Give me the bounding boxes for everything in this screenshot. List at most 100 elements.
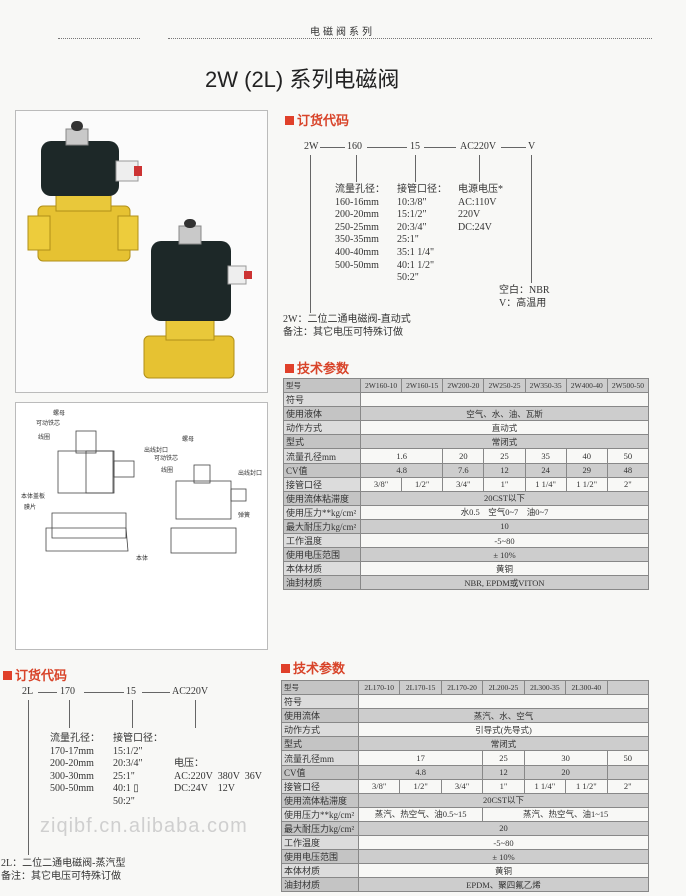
table-cell: 1 1/2" (565, 778, 608, 794)
table-cell: 2L200-25 (482, 679, 525, 696)
table-cell: 2" (606, 778, 650, 794)
valve-large (27, 121, 142, 262)
row-label: 型号 (283, 377, 361, 394)
product-photo (15, 110, 268, 393)
table-cell (606, 764, 650, 780)
code-2l-voltage: AC220V (172, 686, 209, 697)
table-cell: 1" (483, 476, 526, 492)
code-2w-port: 15 (410, 141, 420, 152)
table-cell: 12 (483, 462, 526, 478)
table-cell: 常闭式 (360, 434, 649, 450)
table-cell: 12 (482, 764, 525, 780)
table-cell: 1.6 (359, 448, 444, 464)
row-label: 使用流体 (281, 708, 359, 724)
row-label: 使用电压范围 (281, 849, 359, 865)
table-row: 使用流体蒸汽、水、空气 (281, 708, 649, 724)
table-cell: 2L300-40 (565, 679, 608, 696)
label-spring: 弹簧 (238, 511, 250, 519)
table-cell: 2L170-10 (357, 679, 401, 696)
table-cell: 2L170-20 (440, 679, 484, 696)
label-outlet: 出线封口 (144, 446, 168, 454)
row-label: 油封材质 (283, 575, 361, 591)
red-square-icon (281, 664, 290, 673)
code-2l-type: 2L (22, 686, 34, 697)
table-cell: 常闭式 (358, 736, 649, 752)
row-label: 接管口径 (281, 778, 359, 794)
row-label: 流量孔径mm (283, 448, 361, 464)
table-cell (606, 679, 650, 696)
table-cell: 20CST以下 (358, 792, 649, 808)
table-row: 工作温度-5~80 (281, 835, 649, 851)
table-row: 使用电压范围± 10% (283, 547, 649, 563)
table-cell: 3/8" (359, 476, 403, 492)
table-cell: 7.6 (442, 462, 485, 478)
heading-text: 订货代码 (15, 668, 68, 683)
table-cell: 50 (606, 448, 650, 464)
red-square-icon (285, 364, 294, 373)
table-row: 使用电压范围± 10% (281, 849, 649, 865)
table-cell: 10 (360, 518, 649, 535)
row-label: 本体材质 (283, 561, 361, 577)
table-cell: 29 (565, 462, 608, 478)
label-body: 本体 (136, 554, 148, 562)
row-label: 工作温度 (283, 533, 361, 549)
table-cell: 1/2" (401, 476, 444, 492)
table-cell: 35 (524, 448, 567, 464)
dotted-divider (168, 38, 652, 39)
table-cell: 3/8" (357, 778, 401, 794)
row-label: 型式 (283, 434, 361, 450)
row-label: 最大耐压力kg/cm² (283, 518, 361, 535)
port-options-2l: 接管口径：15:1/2"20:3/4"25:1"40:1 ▯50:2" (113, 733, 163, 807)
table-cell (360, 392, 649, 408)
label-outlet-2: 出线封口 (238, 469, 262, 477)
table-row: 本体材质黄铜 (283, 561, 649, 577)
label-nut: 螺母 (53, 409, 65, 417)
table-cell: 1 1/2" (565, 476, 608, 492)
code-2w-voltage: AC220V (460, 141, 497, 152)
cross-section-diagram: 螺母 可动铁芯 线圈 出线封口 本体盖板 膜片 本体 螺母 可动铁芯 线圈 出线… (15, 402, 268, 650)
table-cell: 2W400-40 (565, 377, 608, 394)
table-row: 符号 (281, 694, 649, 710)
row-label: 符号 (281, 694, 359, 710)
order-code-heading-2l: 订货代码 (3, 665, 67, 684)
table-cell: 40 (565, 448, 608, 464)
label-core-2: 可动铁芯 (154, 454, 178, 462)
page-title: 2W (2L) 系列电磁阀 (205, 67, 400, 92)
row-label: 使用压力**kg/cm² (281, 806, 359, 822)
red-square-icon (3, 671, 12, 680)
table-cell: 3/4" (440, 778, 484, 794)
heading-text: 技术参数 (297, 361, 350, 376)
table-cell: 2W200-20 (442, 377, 485, 394)
order-code-heading-2w: 订货代码 (285, 110, 349, 129)
tech-params-heading-2l: 技术参数 (281, 658, 345, 677)
row-label: CV值 (283, 462, 361, 478)
table-row: 动作方式引导式(先导式) (281, 722, 649, 738)
valve-photo-illustration (27, 121, 252, 379)
table-cell: 2L170-15 (399, 679, 442, 696)
row-label: 接管口径 (283, 476, 361, 492)
row-label: 本体材质 (281, 863, 359, 879)
table-cell: 20CST以下 (360, 490, 649, 506)
row-label: 使用电压范围 (283, 547, 361, 563)
table-cell (358, 694, 649, 710)
note-2l: 2L：二位二通电磁阀-蒸汽型备注：其它电压可特殊订做 (1, 858, 126, 882)
code-2w-type: 2W (304, 141, 319, 152)
row-label: 型式 (281, 736, 359, 752)
table-cell: 48 (606, 462, 650, 478)
code-2l-orifice: 170 (60, 686, 75, 697)
